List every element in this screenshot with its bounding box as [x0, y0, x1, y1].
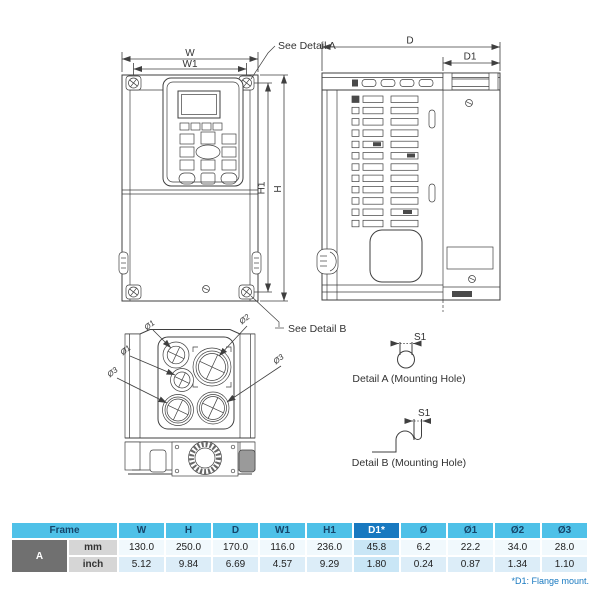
table-row-mm: A mm 130.0 250.0 170.0 116.0 236.0 45.8 …: [12, 540, 588, 572]
dim-label-h1: H1: [257, 181, 268, 194]
mounting-hole-bottom-left: [125, 284, 142, 300]
col-header-frame: Frame: [12, 523, 118, 538]
gland-hole-phi3-left: [162, 394, 194, 426]
col-header-w1: W1: [260, 523, 306, 538]
dim-label-d1: D1: [464, 52, 477, 63]
cell-mm-phi2: 34.0: [495, 540, 541, 555]
dim-label-h: H: [273, 185, 284, 192]
gland-hole-phi1-mid: [170, 368, 194, 392]
col-header-d1: D1*: [354, 523, 400, 538]
detail-a: S1 Detail A (Mounting Hole): [352, 332, 465, 385]
dim-label-w1: W1: [183, 59, 198, 70]
unit-cell-inch: inch: [69, 557, 118, 572]
cell-inch-phi3: 1.10: [542, 557, 588, 572]
dim-label-s1-a: S1: [414, 332, 427, 343]
col-header-phi2: Ø2: [495, 523, 541, 538]
col-header-h: H: [166, 523, 212, 538]
cell-mm-h1: 236.0: [307, 540, 353, 555]
table-header-row: Frame W H D W1 H1 D1* Ø Ø1 Ø2 Ø3: [12, 523, 588, 538]
front-view: W W1: [118, 40, 346, 335]
fan: [171, 441, 239, 477]
detail-b: S1 Detail B (Mounting Hole): [352, 408, 466, 469]
col-header-phi3: Ø3: [542, 523, 588, 538]
cell-inch-h: 9.84: [166, 557, 212, 572]
cell-mm-phi: 6.2: [401, 540, 447, 555]
frame-cell: A: [12, 540, 67, 572]
see-detail-a-label: See Detail A: [278, 40, 336, 52]
see-detail-b-label: See Detail B: [288, 323, 346, 335]
cell-inch-phi1: 0.87: [448, 557, 494, 572]
detail-b-caption: Detail B (Mounting Hole): [352, 457, 466, 469]
dimensions-table-wrap: Frame W H D W1 H1 D1* Ø Ø1 Ø2 Ø3 A mm 13…: [10, 521, 589, 586]
flange-bracket: [442, 72, 453, 91]
gland-hole-phi2: [192, 346, 232, 388]
keypad-display: [177, 90, 221, 119]
col-header-h1: H1: [307, 523, 353, 538]
cell-inch-w1: 4.57: [260, 557, 306, 572]
cover-screw: [202, 285, 210, 293]
dimension-drawing: W W1: [105, 36, 501, 477]
bottom-tab-right: [238, 449, 256, 473]
cell-inch-phi2: 1.34: [495, 557, 541, 572]
table-footnote: *D1: Flange mount.: [511, 576, 589, 586]
side-cover-panel: [369, 229, 423, 283]
mounting-hole-top-left: [125, 75, 142, 91]
gland-hole-phi1-top: [162, 341, 190, 369]
keypad-panel: [162, 77, 244, 187]
col-header-phi1: Ø1: [448, 523, 494, 538]
vent-slots: [351, 95, 419, 228]
dimensions-table: Frame W H D W1 H1 D1* Ø Ø1 Ø2 Ø3 A mm 13…: [10, 521, 589, 574]
cell-inch-d1: 1.80: [354, 557, 400, 572]
unit-cell-mm: mm: [69, 540, 118, 555]
cable-gland-panel: [157, 336, 235, 430]
table-row-inch: inch 5.12 9.84 6.69 4.57 9.29 1.80 0.24 …: [12, 557, 588, 572]
cell-mm-h: 250.0: [166, 540, 212, 555]
cell-inch-phi: 0.24: [401, 557, 447, 572]
cell-mm-w1: 116.0: [260, 540, 306, 555]
bottom-view: Ø1 Ø2 Ø1 Ø3 Ø3: [105, 312, 286, 477]
cell-mm-d: 170.0: [213, 540, 259, 555]
cell-mm-phi3: 28.0: [542, 540, 588, 555]
bottom-tab-left: [149, 449, 167, 473]
cell-inch-d: 6.69: [213, 557, 259, 572]
dim-label-d: D: [406, 36, 413, 47]
label-phi2: Ø2: [237, 312, 252, 327]
col-header-w: W: [119, 523, 165, 538]
dim-label-w: W: [185, 48, 195, 59]
label-phi1-top: Ø1: [142, 318, 157, 332]
label-phi3-right: Ø3: [271, 352, 286, 367]
cell-mm-phi1: 22.2: [448, 540, 494, 555]
detail-a-caption: Detail A (Mounting Hole): [352, 373, 465, 385]
release-latch: [316, 248, 339, 275]
col-header-d: D: [213, 523, 259, 538]
side-view: D D1: [316, 36, 501, 312]
cell-mm-w: 130.0: [119, 540, 165, 555]
label-phi3-left: Ø3: [105, 365, 120, 380]
cell-inch-w: 5.12: [119, 557, 165, 572]
cell-mm-d1: 45.8: [354, 540, 400, 555]
cell-inch-h1: 9.29: [307, 557, 353, 572]
dim-label-s1-b: S1: [418, 408, 431, 419]
gland-hole-phi3-right: [196, 391, 230, 425]
col-header-phi: Ø: [401, 523, 447, 538]
